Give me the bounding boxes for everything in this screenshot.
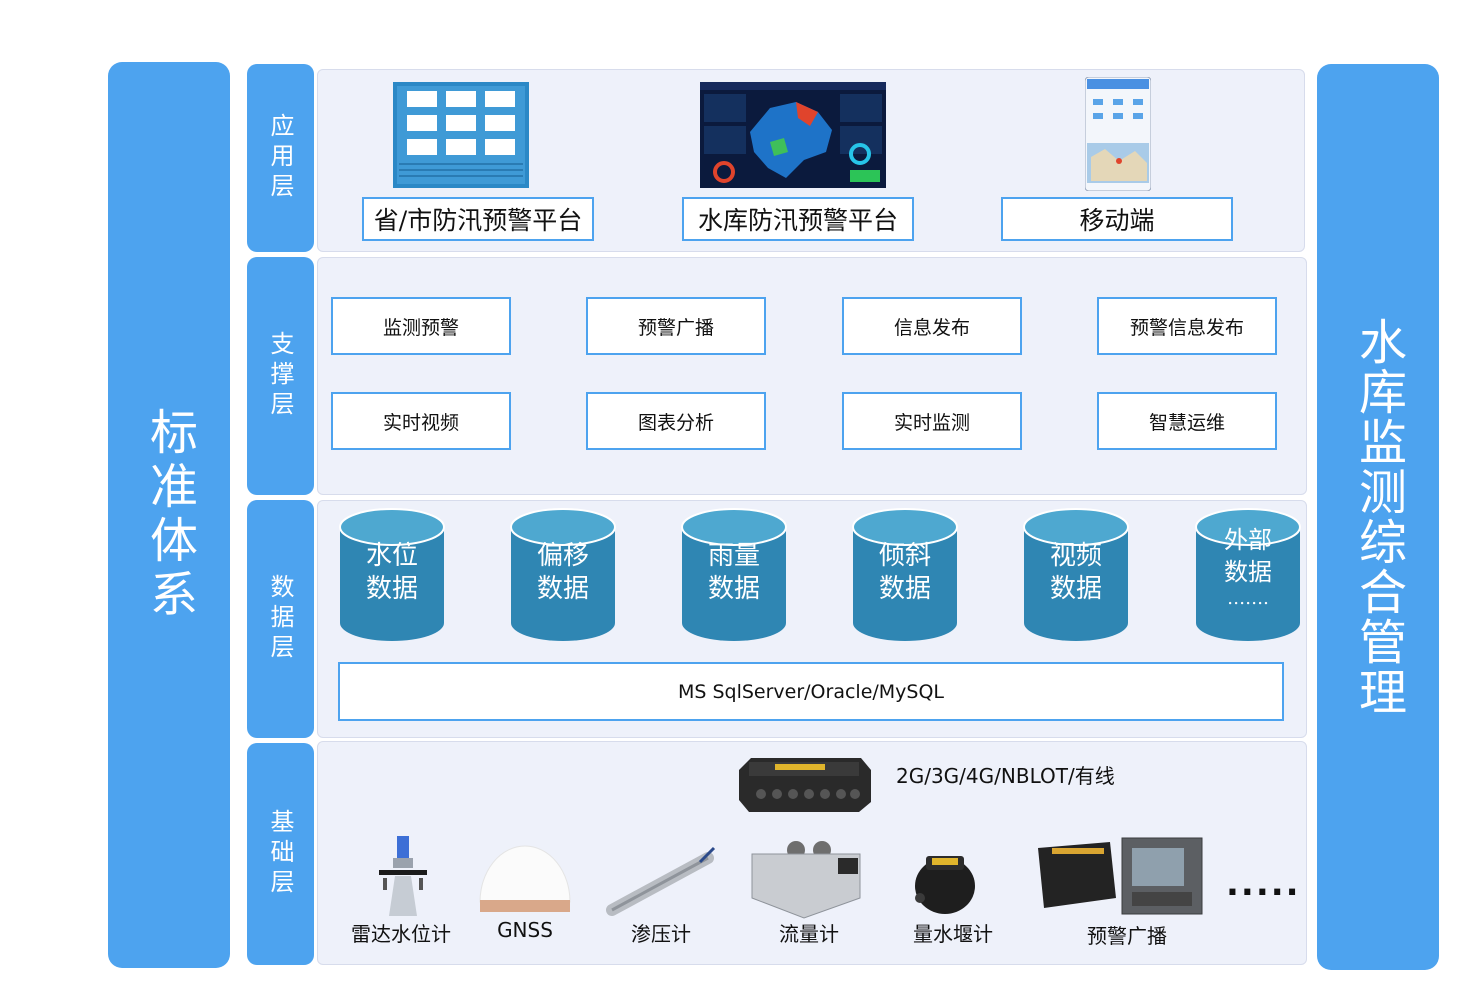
dashboard-screen-icon: [700, 82, 886, 188]
database-label: 雨量 数据: [680, 540, 788, 606]
database-label-line: 数据: [1049, 574, 1102, 604]
database-label-line: 倾斜: [878, 541, 931, 571]
weir-meter-icon: [915, 856, 975, 914]
support-item: 预警广播: [586, 297, 766, 355]
support-item-text: 图表分析: [637, 411, 714, 434]
support-item-text: 信息发布: [893, 316, 970, 339]
right-sidebar: 水库监测综合管理: [1317, 64, 1439, 970]
database-label-line: 数据: [878, 574, 931, 604]
support-item-text: 监测预警: [382, 316, 459, 339]
database-label-line: 水位: [365, 541, 418, 571]
database-label: 视频 数据: [1022, 540, 1130, 606]
support-item-text: 实时视频: [382, 411, 459, 434]
network-label: 2G/3G/4G/NBLOT/有线: [896, 764, 1115, 788]
mobile-phone-icon: [1085, 77, 1151, 191]
piezometer-icon: [606, 846, 716, 916]
support-item: 图表分析: [586, 392, 766, 450]
database-label-line: 数据: [536, 574, 589, 604]
database-cylinder: [1023, 508, 1129, 641]
radar-level-meter-icon: [379, 836, 427, 916]
support-item: 预警信息发布: [1097, 297, 1277, 355]
support-layer-panel: [317, 257, 1307, 495]
app-item-text: 移动端: [1079, 206, 1155, 235]
layer-label-support-text: 支撑层: [266, 331, 294, 421]
support-item-text: 预警广播: [637, 316, 714, 339]
database-engine-bar: MS SqlServer/Oracle/MySQL: [338, 662, 1284, 721]
device-label-broadcast: 预警广播: [1087, 924, 1167, 948]
layer-label-app-text: 应用层: [266, 113, 294, 203]
layer-label-data: 数据层: [247, 500, 314, 738]
database-label: 外部 数据 …….: [1194, 524, 1302, 610]
left-sidebar: 标准体系: [108, 62, 230, 968]
database-cylinder: [1195, 508, 1301, 641]
support-item-text: 智慧运维: [1148, 411, 1225, 434]
right-title: 水库监测综合管理: [1350, 317, 1406, 717]
database-cylinder: [339, 508, 445, 641]
app-item-mobile: 移动端: [1001, 197, 1233, 241]
video-wall-icon: [393, 82, 529, 188]
database-label-line: 偏移: [536, 541, 589, 571]
gnss-antenna-icon: [479, 845, 571, 912]
database-cylinder: [510, 508, 616, 641]
device-label-flow-meter: 流量计: [779, 922, 839, 946]
database-label-line: 视频: [1049, 541, 1102, 571]
support-item: 实时监测: [842, 392, 1022, 450]
support-item: 监测预警: [331, 297, 511, 355]
database-label: 倾斜 数据: [851, 540, 959, 606]
support-item: 信息发布: [842, 297, 1022, 355]
database-label-line: 数据: [365, 574, 418, 604]
database-cylinder: [852, 508, 958, 641]
database-engine-text: MS SqlServer/Oracle/MySQL: [677, 680, 945, 703]
app-item-reservoir-platform: 水库防汛预警平台: [682, 197, 914, 241]
database-label-line: 数据: [707, 574, 760, 604]
support-item-text: 预警信息发布: [1129, 316, 1244, 339]
alarm-broadcast-icon: [1038, 837, 1203, 915]
database-label: 水位 数据: [338, 540, 446, 606]
app-item-provincial-platform: 省/市防汛预警平台: [362, 197, 594, 241]
database-label-line: 外部: [1224, 526, 1272, 554]
layer-label-support: 支撑层: [247, 257, 314, 495]
support-item: 实时视频: [331, 392, 511, 450]
gateway-device-icon: [739, 758, 871, 812]
support-item-text: 实时监测: [893, 411, 970, 434]
left-title: 标准体系: [141, 407, 197, 623]
layer-label-base-text: 基础层: [266, 809, 294, 899]
device-label-gnss: GNSS: [497, 918, 553, 942]
flow-meter-icon: [751, 841, 861, 919]
app-item-text: 省/市防汛预警平台: [373, 206, 583, 235]
database-label-line: 雨量: [707, 541, 760, 571]
layer-label-data-text: 数据层: [266, 574, 294, 664]
device-label-weir-meter: 量水堰计: [913, 922, 993, 946]
layer-label-base: 基础层: [247, 743, 314, 965]
support-item: 智慧运维: [1097, 392, 1277, 450]
database-label-line: …….: [1227, 588, 1269, 609]
device-label-radar: 雷达水位计: [351, 922, 451, 946]
app-item-text: 水库防汛预警平台: [697, 206, 898, 235]
devices-more-ellipsis: .....: [1226, 864, 1301, 904]
layer-label-app: 应用层: [247, 64, 314, 252]
database-label-line: 数据: [1224, 558, 1272, 586]
database-label: 偏移 数据: [509, 540, 617, 606]
device-label-piezometer: 渗压计: [631, 922, 691, 946]
database-cylinder: [681, 508, 787, 641]
